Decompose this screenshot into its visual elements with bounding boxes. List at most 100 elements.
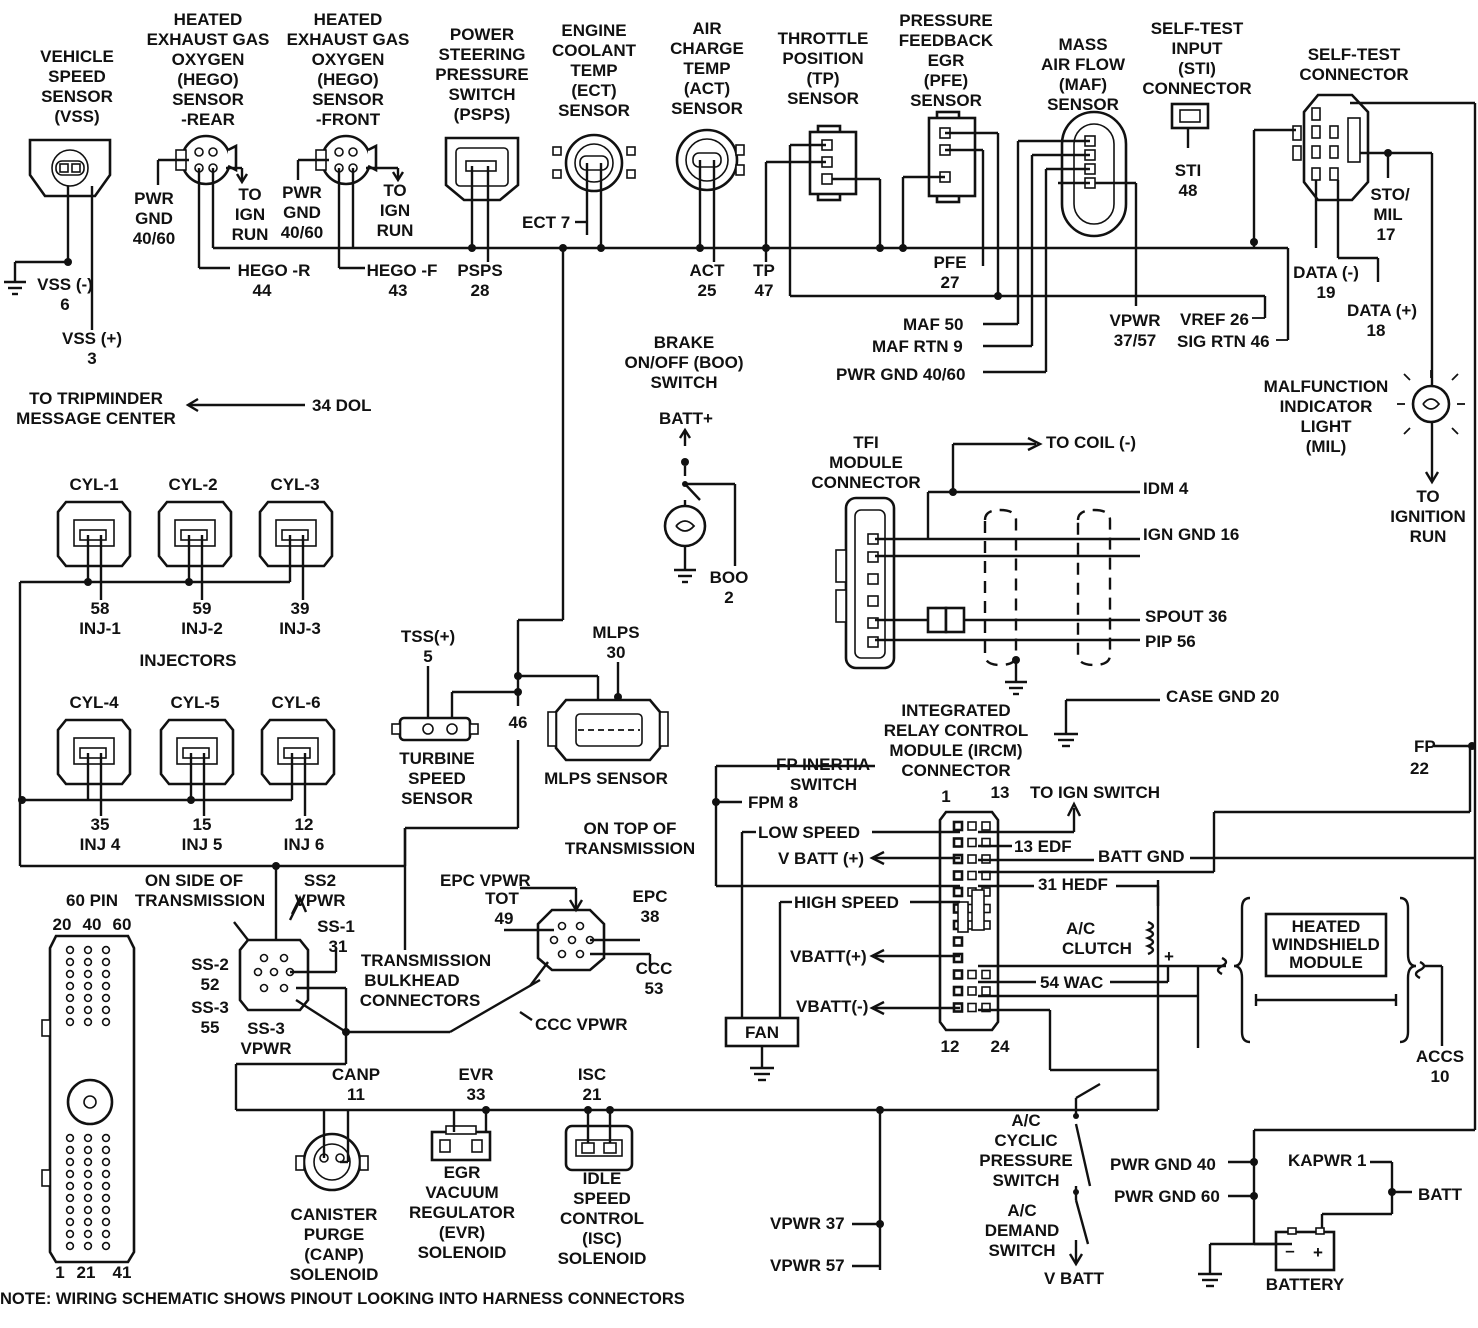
pin-hole <box>101 1217 111 1227</box>
svg-text:+: + <box>1313 1243 1323 1262</box>
tripminder-arrow <box>185 397 305 413</box>
svg-text:37/57: 37/57 <box>1114 331 1157 350</box>
svg-text:BATT: BATT <box>1418 1185 1463 1204</box>
svg-text:VACUUM: VACUUM <box>425 1183 498 1202</box>
svg-text:STEERING: STEERING <box>439 45 526 64</box>
pin-hole <box>65 1169 75 1179</box>
svg-text:WINDSHIELD: WINDSHIELD <box>1272 935 1380 954</box>
pin-hole <box>83 957 93 967</box>
pin-hole <box>65 1133 75 1143</box>
ircm-label: INTEGRATED RELAY CONTROL MODULE (IRCM) C… <box>884 701 1029 1056</box>
svg-text:17: 17 <box>1377 225 1396 244</box>
pin-hole <box>65 1145 75 1155</box>
svg-text:VPWR: VPWR <box>241 1039 292 1058</box>
svg-text:KAPWR 1: KAPWR 1 <box>1288 1151 1366 1170</box>
svg-text:SENSOR: SENSOR <box>787 89 859 108</box>
svg-text:53: 53 <box>645 979 664 998</box>
svg-text:ON SIDE OF: ON SIDE OF <box>145 871 243 890</box>
ac-switch-labels: A/C CYCLIC PRESSURE SWITCH A/C DEMAND SW… <box>979 1111 1104 1288</box>
svg-text:31: 31 <box>329 937 348 956</box>
svg-text:-REAR: -REAR <box>181 110 235 129</box>
svg-text:–: – <box>1285 1241 1294 1260</box>
svg-text:FPM 8: FPM 8 <box>748 793 798 812</box>
svg-text:6: 6 <box>60 295 69 314</box>
svg-text:RUN: RUN <box>377 221 414 240</box>
psps-connector <box>444 136 520 202</box>
svg-text:IGN: IGN <box>380 201 410 220</box>
svg-text:40/60: 40/60 <box>133 229 176 248</box>
svg-text:SPEED: SPEED <box>48 67 106 86</box>
svg-text:INDICATOR: INDICATOR <box>1280 397 1373 416</box>
act-connector <box>675 128 745 192</box>
svg-text:(PSPS): (PSPS) <box>454 105 511 124</box>
pin-hole <box>65 945 75 955</box>
svg-text:SS-3: SS-3 <box>247 1019 285 1038</box>
svg-text:SS-1: SS-1 <box>317 917 355 936</box>
svg-text:INTEGRATED: INTEGRATED <box>901 701 1010 720</box>
svg-text:49: 49 <box>495 909 514 928</box>
svg-text:A/C: A/C <box>1066 919 1095 938</box>
boo2-label: BOO 2 <box>710 568 749 607</box>
svg-text:PFE: PFE <box>933 253 966 272</box>
pin-hole <box>101 945 111 955</box>
pin-hole <box>101 1017 111 1027</box>
svg-text:INJECTORS: INJECTORS <box>140 651 237 670</box>
svg-text:MAF RTN 9: MAF RTN 9 <box>872 337 963 356</box>
ircm-pin <box>952 936 964 947</box>
svg-text:5: 5 <box>423 647 432 666</box>
svg-text:CYCLIC: CYCLIC <box>994 1131 1057 1150</box>
boo-label: BRAKE ON/OFF (BOO) SWITCH BATT+ <box>625 333 744 428</box>
sti-label: SELF-TEST INPUT (STI) CONNECTOR <box>1142 19 1251 98</box>
svg-text:47: 47 <box>755 281 774 300</box>
svg-text:(MAF): (MAF) <box>1059 75 1107 94</box>
svg-text:11: 11 <box>347 1085 365 1104</box>
tss-mlps-labels: TSS(+) 5 MLPS 30 46 TURBINE SPEED SENSOR… <box>399 623 668 808</box>
svg-text:15: 15 <box>193 815 212 834</box>
pin-hole <box>101 1169 111 1179</box>
injector-labels: 58 INJ-1 59 INJ-2 39 INJ-3 INJECTORS 35 … <box>79 599 324 854</box>
svg-text:SS2: SS2 <box>304 871 336 890</box>
pin-hole <box>65 1241 75 1251</box>
hego-rear-label: HEATED EXHAUST GAS OXYGEN (HEGO) SENSOR … <box>147 10 270 129</box>
injector-wiring <box>18 535 405 870</box>
pin-hole <box>65 1229 75 1239</box>
svg-text:ACCS: ACCS <box>1416 1047 1464 1066</box>
svg-text:SENSOR: SENSOR <box>41 87 113 106</box>
ircm-pin <box>967 854 977 864</box>
svg-text:(HEGO): (HEGO) <box>317 70 378 89</box>
svg-text:38: 38 <box>641 907 660 926</box>
svg-text:HIGH SPEED: HIGH SPEED <box>794 893 899 912</box>
svg-text:TO: TO <box>383 181 406 200</box>
tp-connector <box>808 124 858 202</box>
svg-text:SOLENOID: SOLENOID <box>418 1243 507 1262</box>
ac-switches <box>1068 1082 1101 1267</box>
pin-hole <box>83 1169 93 1179</box>
vss-label: VEHICLE SPEED SENSOR (VSS) <box>40 47 114 126</box>
ircm-pin <box>952 820 964 832</box>
svg-text:RUN: RUN <box>1410 527 1447 546</box>
pin-hole <box>65 969 75 979</box>
pin-hole <box>101 1181 111 1191</box>
svg-text:INJ 6: INJ 6 <box>284 835 325 854</box>
ircm-pin <box>967 821 977 831</box>
svg-text:21: 21 <box>77 1263 96 1282</box>
pin-hole <box>83 1005 93 1015</box>
ircm-pin <box>952 870 964 881</box>
svg-text:SWITCH: SWITCH <box>650 373 717 392</box>
pin-hole <box>83 1193 93 1203</box>
svg-text:(MIL): (MIL) <box>1306 437 1347 456</box>
svg-text:GND: GND <box>135 209 173 228</box>
top-wiring <box>4 101 1477 1130</box>
svg-text:24: 24 <box>991 1037 1010 1056</box>
svg-text:A/C: A/C <box>1007 1201 1036 1220</box>
svg-text:VPWR 57: VPWR 57 <box>770 1256 845 1275</box>
pin-hole <box>83 1017 93 1027</box>
pin-hole <box>101 1205 111 1215</box>
svg-text:(STI): (STI) <box>1178 59 1216 78</box>
act-label: AIR CHARGE TEMP (ACT) SENSOR <box>670 19 744 118</box>
svg-text:ON TOP OF: ON TOP OF <box>584 819 677 838</box>
svg-text:TRANSMISSION: TRANSMISSION <box>565 839 695 858</box>
svg-text:V BATT (+): V BATT (+) <box>778 849 864 868</box>
svg-text:FP INERTIA: FP INERTIA <box>776 755 870 774</box>
svg-text:BATTERY: BATTERY <box>1266 1275 1345 1294</box>
